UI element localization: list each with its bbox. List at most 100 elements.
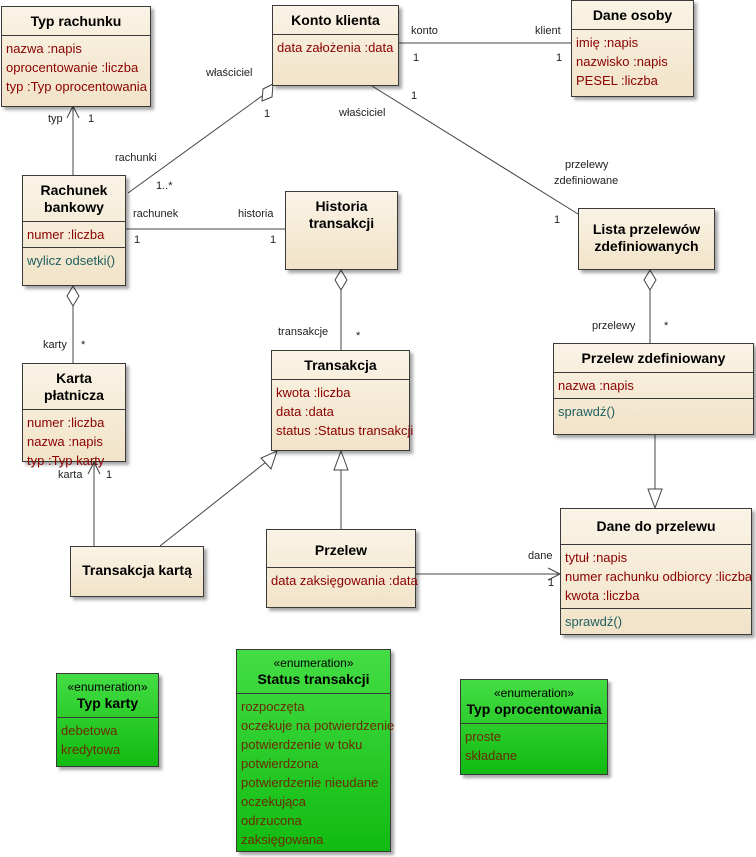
role-label: rachunek <box>133 208 179 220</box>
enum-value: debetowa <box>61 723 118 738</box>
enum-values: proste składane <box>461 723 607 768</box>
attribute: numer :liczba <box>27 227 105 242</box>
enum-header: «enumeration» Status transakcji <box>237 650 390 693</box>
multiplicity-label: 1 <box>134 234 141 246</box>
enum-value: odrzucona <box>241 813 302 828</box>
attribute: PESEL :liczba <box>576 73 658 88</box>
class-dane-do-przelewu[interactable]: Dane do przelewu tytuł :napis numer rach… <box>560 508 752 635</box>
attributes: data zaksięgowania :data <box>267 567 418 593</box>
class-konto-klienta[interactable]: Konto klienta data założenia :data <box>272 5 399 86</box>
stereotype: «enumeration» <box>67 680 148 694</box>
enum-name: Typ karty <box>76 695 139 711</box>
operations: sprawdź() <box>554 398 753 424</box>
class-przelew-zdefiniowany[interactable]: Przelew zdefiniowany nazwa :napis sprawd… <box>553 343 754 435</box>
role-label: konto <box>411 25 438 37</box>
edge-gen-transakcja-karta <box>159 461 267 547</box>
enum-value: oczekuje na potwierdzenie <box>241 718 395 733</box>
class-rachunek-bankowy[interactable]: Rachunek bankowy numer :liczba wylicz od… <box>22 175 126 286</box>
multiplicity-label: 1 <box>554 214 561 226</box>
class-name-line: bankowy <box>44 199 104 215</box>
enum-header: «enumeration» Typ karty <box>57 674 158 717</box>
attribute: nazwa :napis <box>558 378 634 393</box>
diamond-konto <box>261 83 274 102</box>
role-label: historia <box>238 208 274 220</box>
arrow-karta <box>87 460 101 475</box>
role-label: właściciel <box>339 107 386 119</box>
enum-value: potwierdzona <box>241 756 319 771</box>
attributes: numer :liczba nazwa :napis typ :Typ kart… <box>23 409 125 473</box>
enum-typ-oprocentowania[interactable]: «enumeration» Typ oprocentowania proste … <box>460 679 608 775</box>
operation: sprawdź() <box>558 404 616 419</box>
attribute: oprocentowanie :liczba <box>6 60 139 75</box>
multiplicity-label: 1 <box>411 90 418 102</box>
class-name: Rachunek bankowy <box>23 176 125 221</box>
attribute: nazwa :napis <box>27 434 103 449</box>
enum-typ-karty[interactable]: «enumeration» Typ karty debetowa kredyto… <box>56 673 159 767</box>
role-label: klient <box>535 25 561 37</box>
attribute: data :data <box>276 404 334 419</box>
diamond-lista <box>643 269 657 291</box>
operation: wylicz odsetki() <box>27 253 116 268</box>
enum-values: rozpoczęta oczekuje na potwierdzenie pot… <box>237 693 395 852</box>
enum-value: oczekująca <box>241 794 307 809</box>
triangle-gen-1 <box>260 450 278 470</box>
role-label: typ <box>48 113 63 125</box>
class-name: Konto klienta <box>291 12 380 28</box>
role-label: rachunki <box>115 152 157 164</box>
attributes: kwota :liczba data :data status :Status … <box>272 379 414 443</box>
class-name: Dane do przelewu <box>596 518 716 534</box>
class-dane-osoby[interactable]: Dane osoby imię :napis nazwisko :napis P… <box>571 0 694 97</box>
diamond-historia <box>334 269 348 291</box>
class-name: Lista przelewów zdefiniowanych <box>579 209 714 260</box>
operations: sprawdź() <box>561 608 751 634</box>
role-label: przelewy <box>565 159 609 171</box>
attribute: kwota :liczba <box>276 385 351 400</box>
enum-value: proste <box>465 729 502 744</box>
multiplicity-label: 1 <box>548 577 555 589</box>
enum-status-transakcji[interactable]: «enumeration» Status transakcji rozpoczę… <box>236 649 395 852</box>
role-label: przelewy <box>592 320 636 332</box>
role-label: transakcje <box>278 326 329 338</box>
role-label: karta <box>58 469 83 481</box>
class-name-line: zdefiniowanych <box>594 238 699 254</box>
stereotype: «enumeration» <box>493 686 575 700</box>
multiplicity-label: 1 <box>106 469 113 481</box>
multiplicity-label: 1 <box>88 113 95 125</box>
class-historia-transakcji[interactable]: Historia transakcji <box>285 191 398 270</box>
operations: wylicz odsetki() <box>23 247 125 273</box>
attribute: status :Status transakcji <box>276 423 414 438</box>
class-name-line: Rachunek <box>40 182 108 198</box>
class-karta-platnicza[interactable]: Karta płatnicza numer :liczba nazwa :nap… <box>22 363 126 468</box>
role-label: karty <box>43 339 67 351</box>
attributes: data założenia :data <box>273 34 398 87</box>
class-transakcja[interactable]: Transakcja kwota :liczba data :data stat… <box>271 350 414 451</box>
operation: sprawdź() <box>565 614 623 629</box>
attribute: numer :liczba <box>27 415 105 430</box>
attribute: data zaksięgowania :data <box>271 573 418 588</box>
class-przelew[interactable]: Przelew data zaksięgowania :data <box>266 529 418 608</box>
role-label: zdefiniowane <box>554 175 619 187</box>
multiplicity-label: 1 <box>413 52 420 64</box>
enum-value: potwierdzenie w toku <box>241 737 363 752</box>
enum-value: składane <box>465 748 518 763</box>
class-name: Transakcja <box>304 357 377 373</box>
attribute: data założenia :data <box>277 40 394 55</box>
class-name: Dane osoby <box>592 7 673 23</box>
class-name: Przelew <box>314 542 368 558</box>
attribute: kwota :liczba <box>565 588 640 603</box>
triangle-gen-2 <box>333 449 349 471</box>
edge-konto-rachunek <box>127 95 263 194</box>
role-label: właściciel <box>206 67 253 79</box>
class-typ-rachunku[interactable]: Typ rachunku nazwa :napis oprocentowanie… <box>1 6 151 107</box>
multiplicity-label: 1 <box>264 108 271 120</box>
enum-values: debetowa kredytowa <box>57 717 158 762</box>
enum-value: zaksięgowana <box>241 832 324 847</box>
attribute: numer rachunku odbiorcy :liczba <box>565 569 753 584</box>
attributes: tytuł :napis numer rachunku odbiorcy :li… <box>561 544 753 608</box>
attributes: numer :liczba <box>23 221 125 247</box>
class-lista-przelewow[interactable]: Lista przelewów zdefiniowanych <box>578 208 715 270</box>
edge-konto-lista <box>371 85 579 215</box>
class-name: Przelew zdefiniowany <box>581 350 726 366</box>
class-transakcja-karta[interactable]: Transakcja kartą <box>70 546 204 597</box>
